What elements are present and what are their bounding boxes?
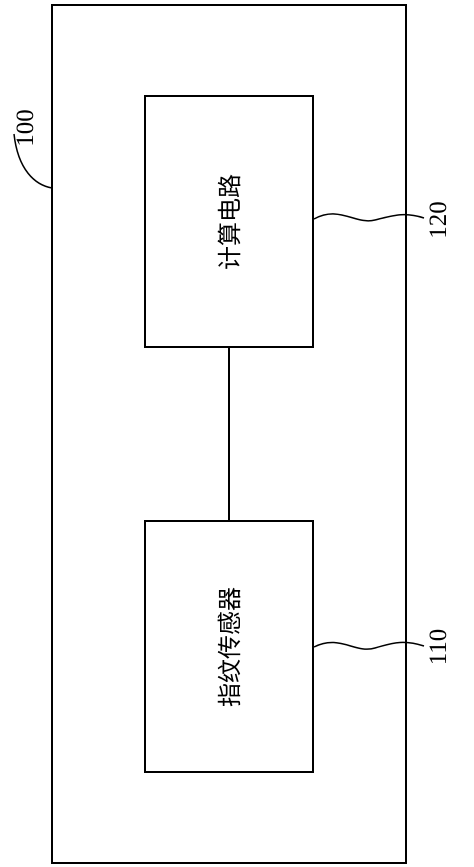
computing-circuit-ref-label: 120 [425, 201, 452, 239]
computing-circuit-leader-line [313, 213, 425, 222]
computing-circuit-label: 计算电路 [216, 174, 244, 270]
device-ref-label: 100 [12, 109, 39, 147]
device-leader-line [13, 133, 53, 189]
fingerprint-sensor-leader-line [313, 641, 425, 650]
fingerprint-sensor-label: 指纹传感器 [216, 587, 244, 707]
fingerprint-sensor-block [144, 520, 314, 773]
fingerprint-sensor-ref-label: 110 [425, 629, 452, 666]
device-boundary [51, 4, 407, 864]
